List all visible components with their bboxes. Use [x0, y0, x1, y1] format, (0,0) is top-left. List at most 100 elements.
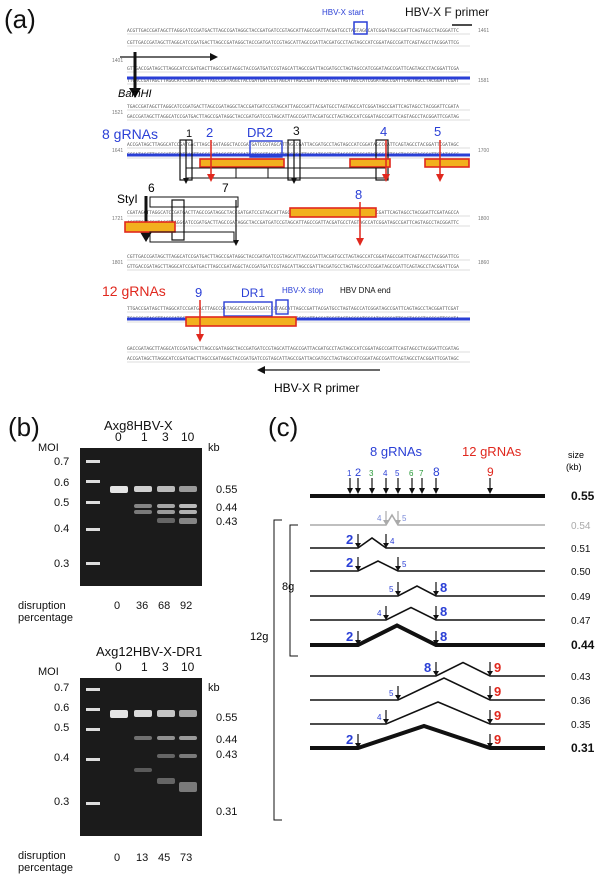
- sequence-row: ACCGATAGCTTAGGCATCCGATGACTTAGCCGATAGGCTA…: [127, 356, 459, 362]
- c-row-site-label: 8: [440, 604, 447, 619]
- gel1-disruption-label-2: percentage: [18, 612, 74, 624]
- sample-band: [179, 782, 197, 792]
- gel2-disruption-label-1: disruption: [18, 850, 66, 862]
- sample-band: [179, 504, 197, 508]
- sample-band: [134, 710, 152, 717]
- c-site-label-8: 8: [433, 465, 440, 479]
- gRNA-block-6: [124, 221, 176, 233]
- c-row-site-label: 5: [402, 514, 407, 523]
- gel1-moi-0: 0: [115, 430, 122, 444]
- gel1-size-055: 0.55: [216, 484, 238, 496]
- line-number: 1700: [478, 148, 489, 154]
- gel1-disruption-10: 92: [180, 600, 193, 612]
- gel1-disruption-1: 36: [136, 600, 149, 612]
- sample-band: [157, 778, 175, 784]
- line-number: 1801: [112, 260, 123, 266]
- c-size-header-2: (kb): [566, 462, 582, 472]
- gel2-disruption-0: 0: [114, 852, 121, 864]
- sample-band: [179, 510, 197, 514]
- styi-label: StyI: [117, 192, 138, 206]
- site-6-label: 6: [148, 181, 155, 195]
- gel1-moi-1: 1: [141, 430, 148, 444]
- c-row-size: 0.47: [571, 616, 591, 627]
- c-row-site-label: 5: [389, 689, 394, 698]
- sequence-row: TGACCGATAGCTTAGGCATCCGATGACTTAGCCGATAGGC…: [127, 104, 459, 110]
- hbv-dna-end-label: HBV DNA end: [340, 286, 391, 295]
- gel1-moi-3: 3: [162, 430, 169, 444]
- line-number: 1860: [478, 260, 489, 266]
- c-row-size: 0.51: [571, 544, 591, 555]
- c-row-site-label: 4: [377, 713, 382, 722]
- group-12g-label: 12g: [250, 631, 268, 643]
- ladder-band: [86, 528, 100, 531]
- sequence-row: GACCGATAGCTTAGGCATCCGATGACTTAGCCGATAGGCT…: [127, 114, 459, 120]
- gel2-ladder-07: 0.7: [54, 682, 70, 694]
- line-number: 1581: [478, 78, 489, 84]
- gel1-disruption-0: 0: [114, 600, 121, 612]
- gRNA12-label: 12 gRNAs: [102, 283, 166, 299]
- gel2-disruption-10: 73: [180, 852, 193, 864]
- sample-band: [157, 518, 175, 523]
- c-site-label-9: 9: [487, 465, 494, 479]
- c-row-site-label: 2: [346, 555, 353, 570]
- c-row-site-label: 4: [377, 514, 382, 523]
- line-number: 1721: [112, 216, 123, 222]
- c-row-site-label: 2: [346, 532, 353, 547]
- c-row-site-label: 9: [494, 732, 501, 747]
- c-row-site-label: 9: [494, 660, 501, 675]
- c-row-size: 0.54: [571, 521, 591, 532]
- c-row-site-label: 4: [390, 537, 395, 546]
- c-row-site-label: 9: [494, 708, 501, 723]
- site-8-label: 8: [355, 187, 362, 202]
- c-site-label-3: 3: [369, 469, 374, 478]
- panel-label-b: (b): [8, 412, 40, 442]
- c-row-size: 0.36: [571, 696, 591, 707]
- bracket-8g: [289, 524, 298, 657]
- sample-band: [134, 736, 152, 740]
- sample-band: [179, 486, 197, 492]
- c-row-deletion-5-8: [310, 585, 545, 597]
- sample-band: [134, 510, 152, 514]
- sequence-row: GTTGACCGATAGCTTAGGCATCCGATGACTTAGCCGATAG…: [127, 264, 459, 270]
- c-site-label-5: 5: [395, 469, 400, 478]
- hbvx-stop-label: HBV-X stop: [282, 286, 324, 295]
- sample-band: [157, 754, 175, 758]
- c-row-deletion-4-5: [310, 513, 545, 526]
- gel1-ladder-06: 0.6: [54, 477, 70, 489]
- sample-band: [134, 486, 152, 492]
- ladder-band: [86, 728, 100, 731]
- bamhi-label: BamHI: [118, 88, 152, 100]
- c-title-8: 8 gRNAs: [370, 444, 423, 459]
- site-4-label: 4: [380, 124, 387, 139]
- sample-band: [179, 736, 197, 740]
- c-site-label-4: 4: [383, 469, 388, 478]
- ladder-band: [86, 480, 100, 483]
- gel2-image: [80, 678, 202, 836]
- c-row-site-label: 5: [402, 560, 407, 569]
- c-row-deletion-2-4: [310, 537, 545, 549]
- c-row-site-label: 4: [377, 609, 382, 618]
- c-row-site-label: 8: [424, 660, 431, 675]
- gel1-image: [80, 448, 202, 586]
- c-row-size: 0.35: [571, 720, 591, 731]
- sample-band: [157, 504, 175, 508]
- site-2-label: 2: [206, 125, 213, 140]
- gel2-ladder-03: 0.3: [54, 796, 70, 808]
- gel2-moi-label: MOI: [38, 666, 59, 678]
- gel2-moi-3: 3: [162, 660, 169, 674]
- gel2-kb-label: kb: [208, 682, 220, 694]
- gel2-disruption-1: 13: [136, 852, 149, 864]
- ladder-band: [86, 562, 100, 565]
- hbvx-start-label: HBV-X start: [322, 8, 365, 17]
- sequence-row: GACCGATAGCTTAGGCATCCGATGACTTAGCCGATAGGCT…: [127, 346, 459, 352]
- c-row-deletion-2-5: [310, 560, 545, 572]
- c-row-site-label: 9: [494, 684, 501, 699]
- hbvx-start-box: [353, 21, 368, 35]
- gel1-moi-10: 10: [181, 430, 195, 444]
- c-title-12: 12 gRNAs: [462, 444, 522, 459]
- gel2-moi-10: 10: [181, 660, 195, 674]
- gel2-moi-0: 0: [115, 660, 122, 674]
- line-number: 1401: [112, 58, 123, 64]
